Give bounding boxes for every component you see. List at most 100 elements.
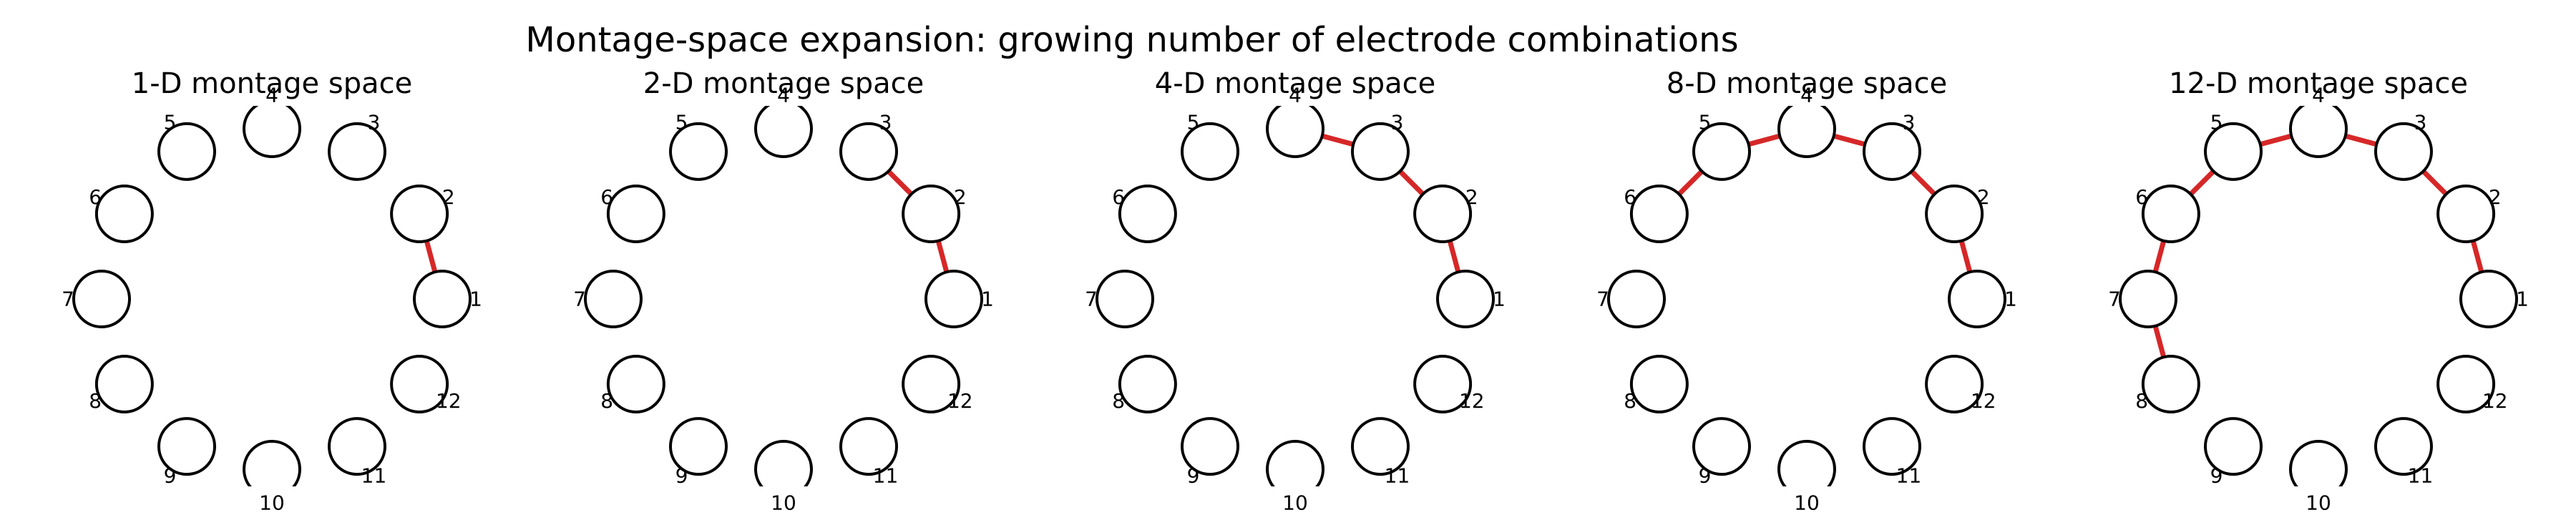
electrode-label-5: 5 [164, 111, 177, 134]
electrode-node-8 [1118, 355, 1177, 413]
electrode-label-2: 2 [954, 185, 967, 209]
electrode-node-12 [902, 355, 961, 413]
electrode-node-3 [839, 122, 898, 181]
electrode-label-1: 1 [1493, 288, 1506, 311]
electrode-label-8: 8 [1624, 389, 1636, 413]
electrode-node-3 [328, 122, 386, 181]
electrode-node-7 [72, 270, 131, 328]
electrode-label-11: 11 [1896, 464, 1922, 487]
electrode-node-8 [94, 355, 154, 413]
electrode-node-12 [1413, 355, 1473, 413]
electrode-node-12 [2436, 355, 2496, 413]
electrode-label-6: 6 [600, 185, 613, 209]
electrode-node-9 [157, 417, 216, 476]
electrode-node-9 [1692, 417, 1751, 476]
electrode-label-12: 12 [2482, 389, 2508, 413]
electrode-label-4: 4 [1289, 84, 1302, 107]
electrode-node-9 [669, 417, 728, 476]
panel-title: 4-D montage space [1155, 67, 1435, 100]
electrode-label-6: 6 [1112, 185, 1125, 209]
electrode-label-8: 8 [89, 389, 102, 413]
electrode-node-3 [1351, 122, 1410, 181]
electrode-label-3: 3 [1903, 111, 1916, 134]
electrode-node-4 [2289, 106, 2348, 158]
electrode-label-5: 5 [675, 111, 688, 134]
electrode-label-11: 11 [361, 464, 387, 487]
electrode-node-2 [390, 185, 449, 243]
figure-title: Montage-space expansion: growing number … [525, 20, 1738, 60]
electrode-node-1 [924, 270, 983, 328]
electrode-node-3 [1863, 122, 1921, 181]
panel-title: 12-D montage space [2169, 67, 2468, 100]
electrode-label-1: 1 [2516, 288, 2529, 311]
electrode-label-12: 12 [947, 389, 973, 413]
electrode-label-2: 2 [1977, 185, 1990, 209]
electrode-label-9: 9 [2210, 464, 2223, 487]
electrode-node-11 [839, 417, 898, 476]
electrode-label-2: 2 [2489, 185, 2502, 209]
electrode-node-7 [1096, 270, 1154, 328]
panel-title: 2-D montage space [643, 67, 924, 100]
electrode-label-7: 7 [2108, 288, 2121, 311]
electrode-label-10: 10 [2306, 491, 2331, 515]
electrode-label-9: 9 [1187, 464, 1200, 487]
network-plot [584, 106, 983, 486]
electrode-label-1: 1 [469, 288, 482, 311]
electrode-label-2: 2 [1465, 185, 1478, 209]
electrode-node-9 [2204, 417, 2263, 476]
electrode-label-9: 9 [675, 464, 688, 487]
electrode-label-10: 10 [259, 491, 285, 515]
network-plot [2119, 106, 2518, 486]
electrode-node-10 [1266, 440, 1324, 486]
electrode-node-11 [2374, 417, 2433, 476]
electrode-node-5 [2204, 122, 2263, 181]
electrode-label-7: 7 [1085, 288, 1098, 311]
electrode-node-6 [2141, 185, 2200, 243]
electrode-label-2: 2 [442, 185, 455, 209]
electrode-node-1 [413, 270, 472, 328]
electrode-node-4 [243, 106, 301, 158]
electrode-label-10: 10 [1794, 491, 1820, 515]
electrode-label-7: 7 [62, 288, 74, 311]
electrode-label-11: 11 [1385, 464, 1410, 487]
electrode-label-8: 8 [600, 389, 613, 413]
electrode-label-1: 1 [2004, 288, 2017, 311]
electrode-node-4 [1266, 106, 1324, 158]
electrode-label-3: 3 [368, 111, 381, 134]
electrode-label-4: 4 [2312, 84, 2325, 107]
electrode-label-10: 10 [1282, 491, 1308, 515]
electrode-node-6 [606, 185, 665, 243]
electrode-label-8: 8 [1112, 389, 1125, 413]
electrode-node-7 [1607, 270, 1666, 328]
electrode-label-4: 4 [265, 84, 278, 107]
electrode-node-1 [1436, 270, 1495, 328]
electrode-node-4 [1777, 106, 1836, 158]
electrode-label-4: 4 [1800, 84, 1813, 107]
electrode-node-8 [606, 355, 665, 413]
electrode-label-11: 11 [2408, 464, 2434, 487]
electrode-node-10 [243, 440, 301, 486]
electrode-node-1 [1948, 270, 2006, 328]
electrode-node-6 [1629, 185, 1689, 243]
electrode-label-6: 6 [89, 185, 102, 209]
electrode-node-5 [157, 122, 216, 181]
electrode-node-10 [1777, 440, 1836, 486]
electrode-node-11 [328, 417, 386, 476]
electrode-label-3: 3 [1391, 111, 1404, 134]
panel-title: 1-D montage space [132, 67, 412, 100]
electrode-label-4: 4 [777, 84, 790, 107]
electrode-label-7: 7 [1596, 288, 1609, 311]
electrode-label-1: 1 [981, 288, 994, 311]
electrode-label-6: 6 [1624, 185, 1636, 209]
electrode-node-8 [1629, 355, 1689, 413]
electrode-node-8 [2141, 355, 2200, 413]
network-plot [1607, 106, 2006, 486]
electrode-label-5: 5 [1187, 111, 1200, 134]
